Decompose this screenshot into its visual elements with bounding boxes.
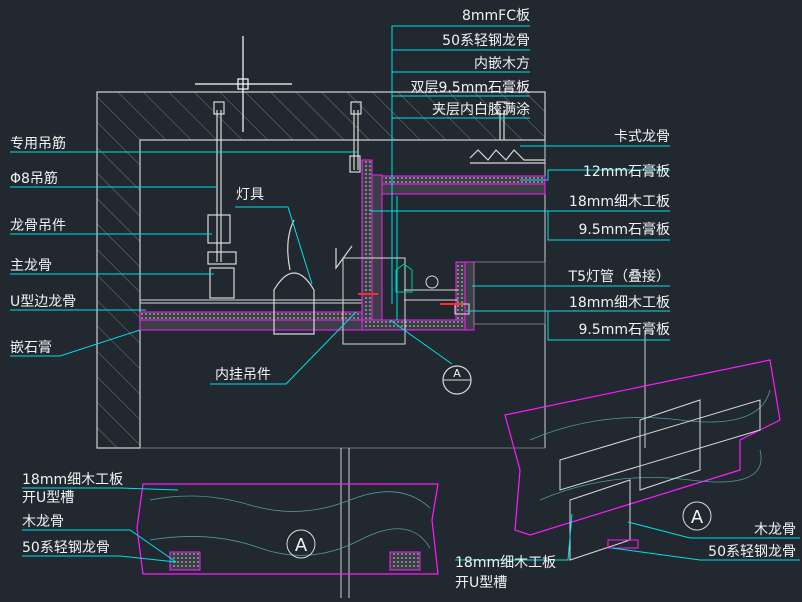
label-bottom-u-groove: 开U型槽 — [455, 575, 507, 591]
label-double-gypsum: 双层9.5mm石膏板 — [410, 79, 530, 96]
label-9-5mm-gypsum-2: 9.5mm石膏板 — [578, 321, 670, 338]
label-inner-hanger: 内挂吊件 — [215, 367, 271, 383]
detail-right: A — [504, 359, 781, 561]
detail-left-labels: 18mm细木工板 开U型槽 木龙骨 50系轻钢龙骨 — [22, 472, 123, 556]
label-light-steel-keel: 50系轻钢龙骨 — [442, 33, 530, 49]
label-right-wood-keel: 木龙骨 — [754, 522, 796, 538]
label-right-steel-keel: 50系轻钢龙骨 — [708, 544, 796, 560]
detail-left: A — [136, 483, 439, 575]
label-12mm-gypsum: 12mm石膏板 — [583, 163, 670, 180]
label-detail-wood-keel: 木龙骨 — [22, 514, 64, 530]
label-18mm-blockboard-2: 18mm细木工板 — [569, 295, 670, 311]
hanger-rods — [207, 101, 508, 299]
label-detail-u-groove: 开U型槽 — [22, 490, 74, 506]
card-keel — [469, 149, 545, 164]
detail-left-marker: A — [295, 535, 308, 556]
label-18mm-blockboard-1: 18mm细木工板 — [569, 194, 670, 210]
label-embedded-wood: 内嵌木方 — [474, 56, 530, 72]
detail-right-labels: 木龙骨 50系轻钢龙骨 — [708, 522, 796, 560]
label-bottom-blockboard: 18mm细木工板 — [455, 555, 556, 571]
left-labels: 专用吊筋 Φ8吊筋 龙骨吊件 主龙骨 U型边龙骨 嵌石膏 — [10, 135, 76, 356]
label-card-keel: 卡式龙骨 — [614, 129, 670, 145]
detail-leader-lines — [22, 487, 800, 563]
label-embedded-gypsum: 嵌石膏 — [10, 339, 52, 356]
leader-lines — [10, 25, 670, 385]
label-white-glue: 夹层内白胶满涂 — [432, 101, 530, 118]
label-keel-hanger: 龙骨吊件 — [10, 218, 66, 234]
label-special-hanger: 专用吊筋 — [10, 135, 66, 152]
section-marker-label: A — [453, 367, 461, 380]
label-fc-board: 8mmFC板 — [462, 8, 530, 24]
section-marker-icon: A — [442, 365, 472, 395]
right-labels: 卡式龙骨 12mm石膏板 18mm细木工板 9.5mm石膏板 T5灯管（叠接） … — [568, 129, 670, 338]
detail-right-marker: A — [691, 507, 704, 528]
label-phi8-hanger: Φ8吊筋 — [10, 170, 58, 187]
label-u-edge-keel: U型边龙骨 — [10, 294, 76, 310]
label-main-keel: 主龙骨 — [10, 258, 52, 274]
lamp-fixture-icon — [273, 219, 353, 335]
label-t5-tube: T5灯管（叠接） — [568, 268, 670, 285]
label-9-5mm-gypsum-1: 9.5mm石膏板 — [578, 221, 670, 238]
detail-bottom-labels: 18mm细木工板 开U型槽 — [455, 555, 556, 591]
ceiling-boards — [139, 159, 546, 345]
label-lamp: 灯具 — [236, 187, 264, 203]
label-detail-blockboard: 18mm细木工板 — [22, 472, 123, 488]
label-detail-steel-keel: 50系轻钢龙骨 — [22, 540, 110, 556]
top-labels: 8mmFC板 50系轻钢龙骨 内嵌木方 双层9.5mm石膏板 夹层内白胶满涂 — [410, 8, 530, 118]
crosshair-cursor-icon — [195, 36, 292, 132]
